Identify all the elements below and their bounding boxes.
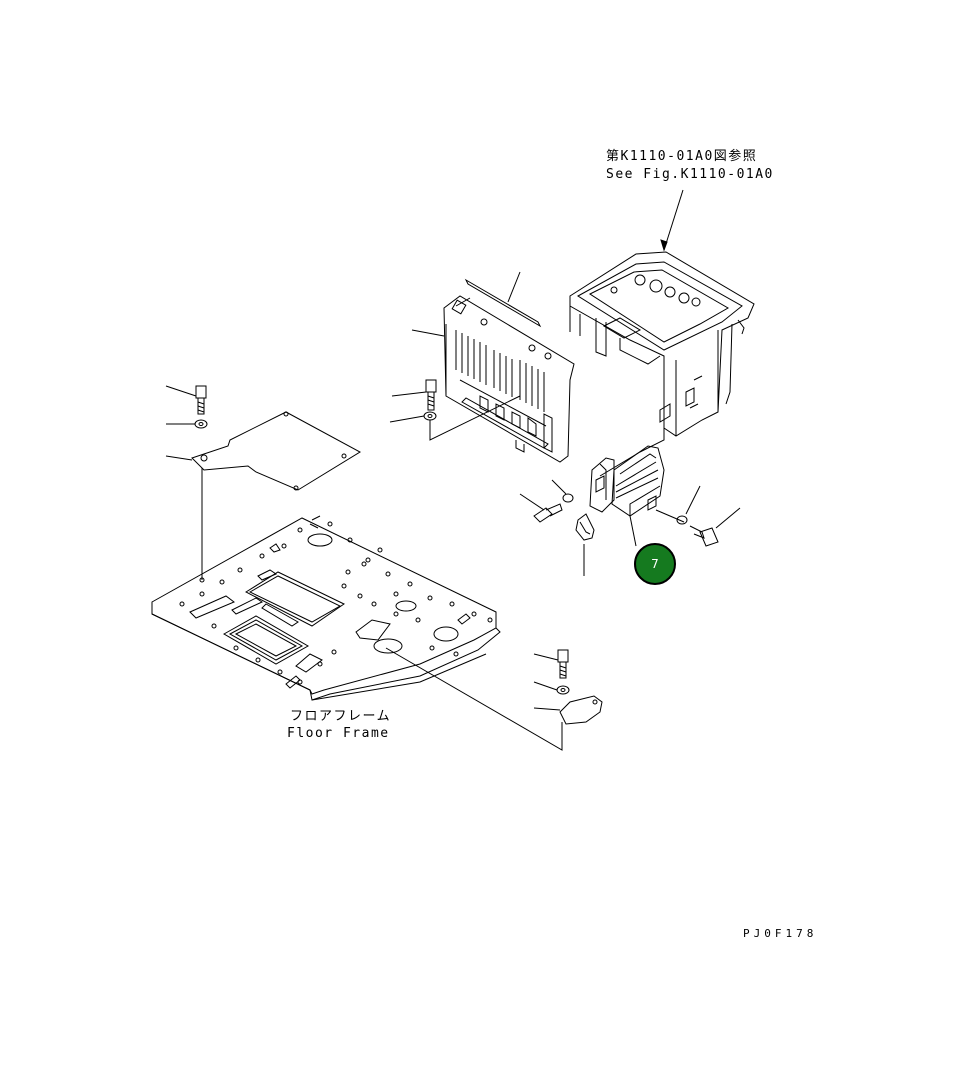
drawing-code: PJ0F178 — [743, 927, 818, 940]
cover-small-part — [559, 695, 603, 725]
bracket-part — [589, 457, 615, 513]
bolt-part — [425, 379, 437, 411]
washer-part — [562, 493, 574, 503]
part-callout-7[interactable]: 7 — [634, 543, 676, 585]
floor-frame-label-jp: フロアフレーム — [290, 709, 392, 724]
floor-frame-label-en: Floor Frame — [287, 726, 390, 741]
rear-panel-part — [443, 295, 575, 463]
washer-part — [194, 419, 208, 429]
console-part — [611, 445, 665, 517]
callout-number: 7 — [651, 557, 659, 571]
bolt-part — [689, 525, 719, 547]
washer-part — [676, 515, 688, 525]
floor-frame-part — [151, 515, 501, 701]
washer-part — [423, 411, 437, 421]
cover-plate-left — [191, 411, 362, 491]
seal-strip-part — [464, 278, 542, 328]
bolt-part — [557, 649, 569, 679]
reference-leader — [663, 189, 684, 251]
cab-frame-part — [569, 251, 755, 437]
washer-part — [556, 685, 570, 695]
bolt-part — [195, 385, 207, 415]
plate-part — [575, 513, 595, 541]
bolt-part — [533, 503, 563, 523]
reference-label-en[interactable]: See Fig.K1110-01A0 — [606, 167, 774, 182]
reference-label-jp: 第K1110-01A0図参照 — [606, 149, 758, 164]
